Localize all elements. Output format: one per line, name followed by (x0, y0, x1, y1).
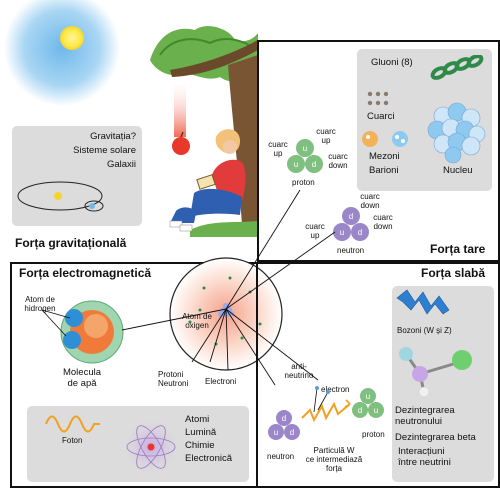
quarks-label: Cuarci (367, 111, 395, 122)
proton-strong-quark-3: d (312, 160, 316, 169)
apple-tree-scene (150, 26, 258, 237)
gravity-line-3: Galaxii (106, 159, 136, 170)
proton-weak-quark-3: u (374, 406, 378, 415)
quark-down-label-1: cuarc down (328, 152, 348, 171)
proton-weak-quark-2: d (358, 406, 362, 415)
neutron-strong-quark-1: d (349, 212, 353, 221)
gluons-label: Gluoni (8) (371, 57, 413, 68)
proton-label-weak: proton (362, 430, 385, 439)
baryons-label: Barioni (369, 165, 399, 176)
neutron-strong-quark-3: d (358, 228, 362, 237)
neutron-strong-quark-2: u (340, 228, 344, 237)
neutron-label-strong: neutron (337, 246, 365, 255)
atom-orbit-icon (121, 417, 181, 477)
gravity-line-2: Sisteme solare (73, 145, 136, 156)
quark-up-label-2: cuarc up (316, 127, 336, 146)
mesons-label: Mezoni (369, 151, 400, 162)
neutron-strong-icon: d u d (333, 207, 369, 241)
w-particle-label: Particulă W ce intermediază forța (305, 446, 363, 474)
bosons-label: Bozoni (W și Z) (397, 326, 452, 335)
weak-effect-neutron-decay: Dezintegrarea neutronului (395, 405, 455, 427)
solar-system-orbit-icon (17, 181, 104, 212)
boson-zigzag-icon (396, 289, 450, 315)
proton-strong-quark-1: u (303, 144, 307, 153)
sun-illustration (4, 0, 120, 106)
water-molecule-icon (60, 300, 124, 364)
proton-weak-quark-1: u (366, 392, 370, 401)
photon-effect-electronics: Electronică (185, 453, 232, 464)
electron-label: electron (321, 385, 350, 394)
photon-effect-light: Lumină (185, 427, 217, 438)
nucleus-icon (427, 102, 486, 164)
proton-strong-icon: u u d (287, 139, 323, 173)
proton-strong-quark-2: u (294, 160, 298, 169)
protons-neutrons-label: Protoni Neutroni (158, 370, 189, 389)
photon-effect-atoms: Atomi (185, 414, 210, 425)
gluon-chain-icon (430, 55, 484, 80)
oxygen-atom-label: Atom de oxigen (182, 312, 212, 331)
neutron-label-weak: neutron (267, 452, 295, 461)
water-molecule-label: Molecula de apă (62, 367, 102, 389)
hydrogen-atom-label: Atom de hidrogen (24, 295, 56, 314)
weak-force-panel (256, 262, 500, 488)
quark-dots-icon (367, 91, 389, 106)
neutron-weak-quark-2: u (274, 428, 278, 437)
strong-force-panel (257, 40, 500, 262)
electrons-label: Electroni (205, 377, 237, 386)
quark-down-label-3: cuarc down (373, 213, 393, 232)
hydrogen-pointer-lines (41, 309, 71, 337)
weak-decay-icon (399, 347, 472, 398)
quark-down-label-2: cuarc down (360, 192, 380, 211)
neutron-weak-quark-3: d (290, 428, 294, 437)
weak-effect-beta-decay: Dezintegrarea beta (395, 432, 476, 443)
photon-effect-chemistry: Chimie (185, 440, 215, 451)
gravity-line-1: Gravitația? (90, 131, 136, 142)
gravity-force-title: Forța gravitațională (15, 236, 127, 250)
photon-wave-icon (45, 415, 100, 433)
neutron-weak-quark-1: d (282, 414, 286, 423)
weak-force-title: Forța slabă (421, 266, 486, 280)
quark-up-label-1: cuarc up (268, 140, 288, 159)
weak-force-info-panel (392, 286, 494, 482)
weak-effect-neutrino-interactions: Interacțiuni între neutrini (398, 446, 451, 468)
strong-force-title: Forța tare (430, 242, 486, 256)
beta-decay-diagram: d u d u d u (268, 386, 384, 440)
nucleus-label: Nucleu (443, 165, 473, 176)
photon-label: Foton (62, 436, 83, 445)
meson-baryon-icon (362, 131, 408, 147)
proton-label-strong: proton (292, 178, 315, 187)
antineutrino-label: anti- neutrino (284, 362, 314, 381)
electromagnetic-force-title: Forța electromagnetică (19, 266, 152, 280)
quark-up-label-3: cuarc up (305, 222, 325, 241)
